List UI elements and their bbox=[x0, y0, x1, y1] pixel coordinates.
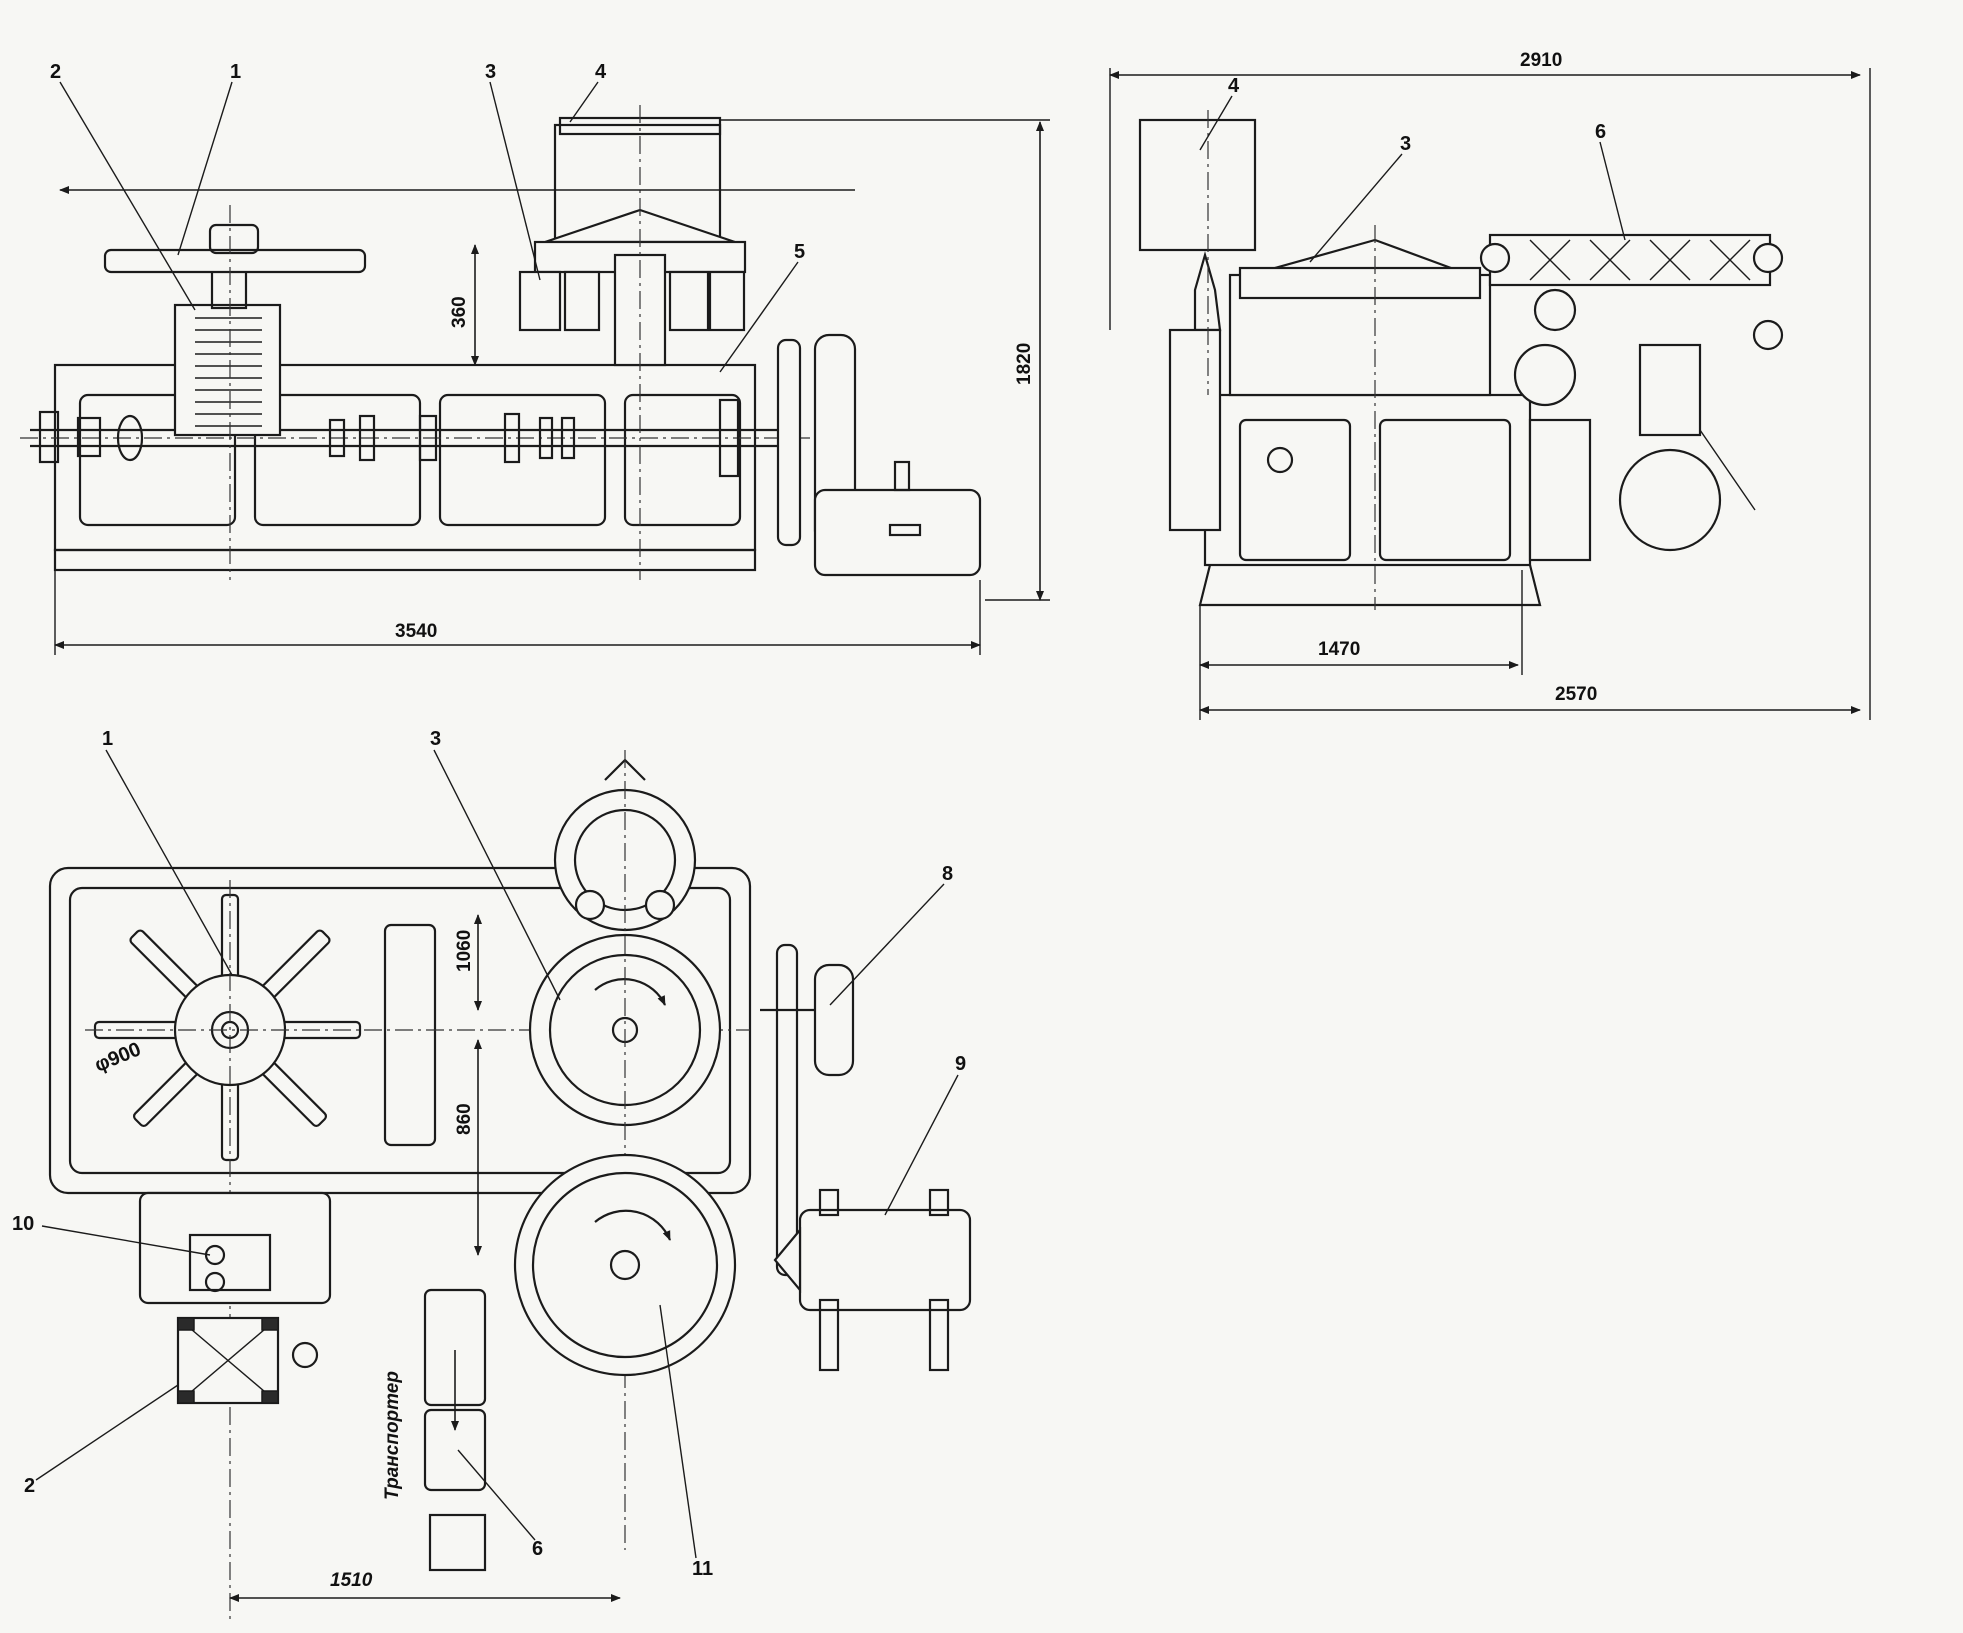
drive-wheel-end bbox=[1513, 343, 1577, 407]
conveyor-label: Транспортер bbox=[382, 1371, 403, 1500]
plan-view: φ900 bbox=[12, 728, 972, 1620]
dim-1820: 1820 bbox=[1014, 343, 1035, 385]
drum-11 bbox=[513, 1153, 737, 1377]
label-plan-3: 3 bbox=[430, 728, 441, 750]
dim-1060: 1060 bbox=[454, 930, 475, 972]
base-compartment-2 bbox=[438, 393, 607, 527]
label-plan-9: 9 bbox=[955, 1053, 966, 1075]
base-compartment-3 bbox=[623, 393, 742, 527]
machine-base-end bbox=[1203, 393, 1532, 567]
label-end-4: 4 bbox=[1228, 75, 1240, 97]
dim-3540: 3540 bbox=[395, 621, 437, 642]
label-plan-1: 1 bbox=[102, 728, 113, 750]
conveyor-box bbox=[428, 1513, 487, 1572]
label-plan-10: 10 bbox=[12, 1213, 34, 1235]
column-housing bbox=[173, 303, 282, 437]
gearbox-10 bbox=[138, 1191, 332, 1305]
machine-base-side bbox=[53, 363, 757, 552]
label-plan-6: 6 bbox=[532, 1538, 543, 1560]
end-view: 4 3 6 2910 1470 2570 bbox=[1109, 50, 1871, 720]
label-end-3: 3 bbox=[1400, 133, 1411, 155]
dim-1470: 1470 bbox=[1318, 639, 1360, 660]
handwheel-plan bbox=[813, 963, 855, 1077]
label-2: 2 bbox=[50, 61, 61, 83]
dim-360: 360 bbox=[449, 296, 470, 328]
dim-860: 860 bbox=[454, 1103, 475, 1135]
conveyor-lattice bbox=[1529, 239, 1751, 281]
dim-1510: 1510 bbox=[330, 1570, 373, 1591]
label-end-6: 6 bbox=[1595, 121, 1606, 143]
label-5: 5 bbox=[794, 241, 805, 263]
dim-2570: 2570 bbox=[1555, 684, 1597, 705]
label-3: 3 bbox=[485, 61, 496, 83]
motor-side bbox=[813, 488, 982, 577]
label-plan-8: 8 bbox=[942, 863, 953, 885]
side-view: 2 1 3 4 5 3540 1820 360 bbox=[20, 61, 1050, 655]
lower-wheel-end bbox=[1618, 448, 1722, 552]
label-1: 1 bbox=[230, 61, 241, 83]
spiral-stack bbox=[195, 317, 262, 427]
label-plan-2: 2 bbox=[24, 1475, 35, 1497]
label-4: 4 bbox=[595, 61, 607, 83]
label-plan-11: 11 bbox=[692, 1558, 713, 1580]
motor-plan bbox=[798, 1208, 972, 1312]
belt-drive bbox=[775, 943, 799, 1277]
base-foot-side bbox=[53, 548, 757, 572]
shaft-end-coupling bbox=[38, 410, 60, 464]
dim-2910: 2910 bbox=[1520, 50, 1562, 71]
base-compartment-0 bbox=[78, 393, 237, 527]
upper-head-end bbox=[1138, 118, 1257, 252]
pulley-side bbox=[776, 338, 802, 547]
